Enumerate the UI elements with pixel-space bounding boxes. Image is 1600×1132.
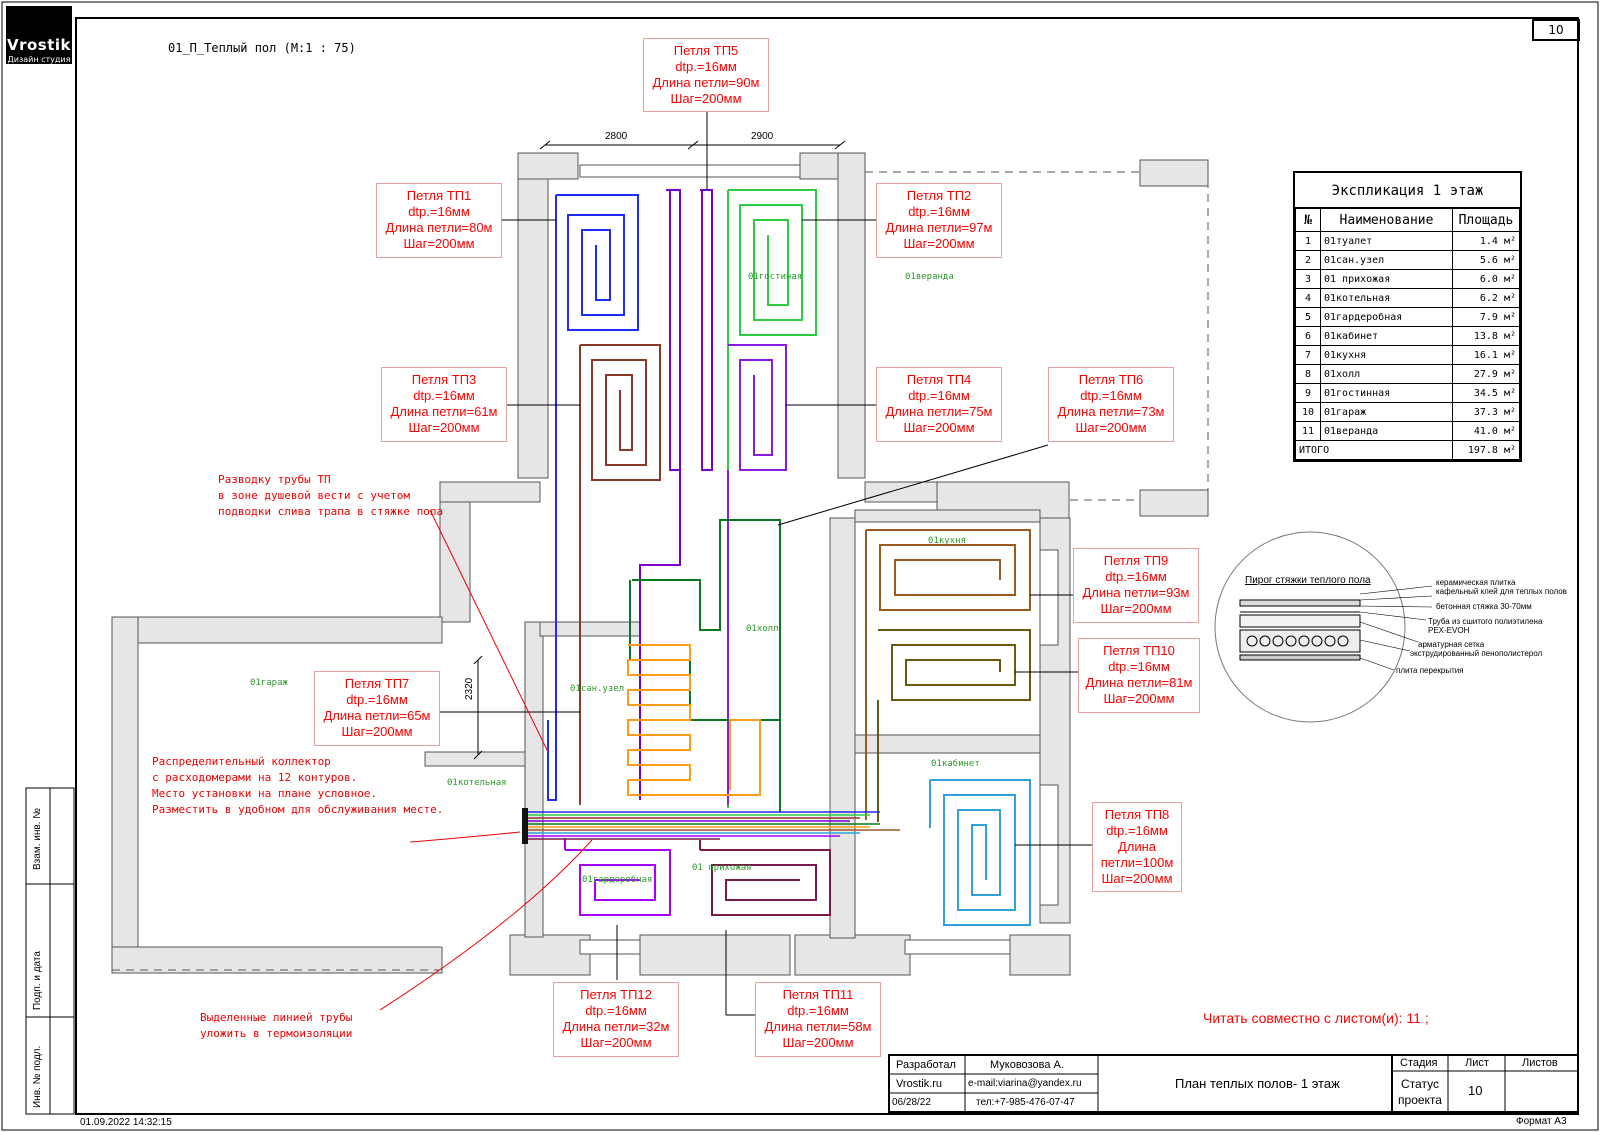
screed-title: Пирог стяжки теплого пола [1245,575,1371,586]
note-collector: Распределительный коллектор с расходомер… [152,755,444,816]
stamp-signature-date: Подп. и дата [32,951,43,1010]
tb-date: 06/28/22 [892,1097,931,1108]
tb-sheet-title: План теплых полов- 1 этаж [1175,1076,1340,1091]
tb-phone: тел:+7-985-476-07-47 [976,1097,1075,1108]
tb-stage-label: Стадия [1400,1057,1438,1069]
dimension-2800: 2800 [605,131,628,142]
explication-title: Экспликация 1 этаж [1295,173,1520,208]
company-logo: Vrostik Дизайн студия [6,6,72,64]
tb-developer-label: Разработал [896,1059,956,1071]
room-hallway: 01 прихожая [692,863,752,873]
read-with-note: Читать совместно с листом(и): 11 ; [1203,1010,1429,1026]
footer-format: Формат А3 [1516,1116,1567,1127]
logo-brand: Vrostik [6,36,72,54]
room-bathroom: 01сан.узел [570,684,625,694]
note-insulation: Выделенные линией трубы уложить в термои… [200,1011,353,1040]
dimension-2900: 2900 [751,131,774,142]
col-area: Площадь [1452,208,1520,232]
tb-site: Vrostik.ru [896,1078,943,1090]
logo-subtitle: Дизайн студия [7,55,71,64]
col-name: Наименование [1320,208,1453,232]
layer-label: экструдированный пенополистерол [1410,649,1543,658]
sheet-number: 10 [1532,19,1580,41]
room-hall: 01холл [746,624,779,634]
tb-sheet-label: Лист [1465,1057,1489,1069]
tb-developer-name: Муковозова А. [990,1059,1064,1071]
room-cabinet: 01кабинет [931,759,980,769]
drawing-title: 01_П_Теплый пол (M:1 : 75) [168,41,356,55]
room-living: 01гостиная [748,272,803,282]
layer-label: кафельный клей для теплых полов [1436,587,1567,596]
room-garage: 01гараж [250,678,288,688]
room-wardrobe: 01гардеробная [582,875,653,885]
col-no: № [1295,208,1321,232]
layer-label: бетонная стяжка 30-70мм [1436,602,1532,611]
tb-sheets-label: Листов [1522,1057,1558,1069]
layer-label: Труба из сшитого полиэтилена [1428,617,1543,626]
room-boiler: 01котельная [447,778,507,788]
tb-email: e-mail:viarina@yandex.ru [968,1078,1082,1089]
note-shower: Разводку трубы ТП в зоне душевой вести с… [218,473,444,518]
tb-sheet-value: 10 [1468,1083,1483,1098]
tb-stage-value: Статус проекта [1398,1077,1442,1107]
layer-label: плита перекрытия [1396,666,1464,675]
stamp-original-no: Инв. № подл. [32,1045,43,1108]
explication-table: Экспликация 1 этаж № Наименование Площад… [1293,171,1522,462]
room-kitchen: 01кухня [928,536,966,546]
layer-label: арматурная сетка [1418,640,1485,649]
dimension-2320: 2320 [464,677,475,700]
layer-label: керамическая плитка [1436,578,1516,587]
room-veranda: 01веранда [905,272,954,282]
stamp-replacement-no: Взам. инв. № [32,808,43,870]
footer-timestamp: 01.09.2022 14:32:15 [80,1117,172,1128]
layer-label: PEX-EVOH [1428,626,1470,635]
